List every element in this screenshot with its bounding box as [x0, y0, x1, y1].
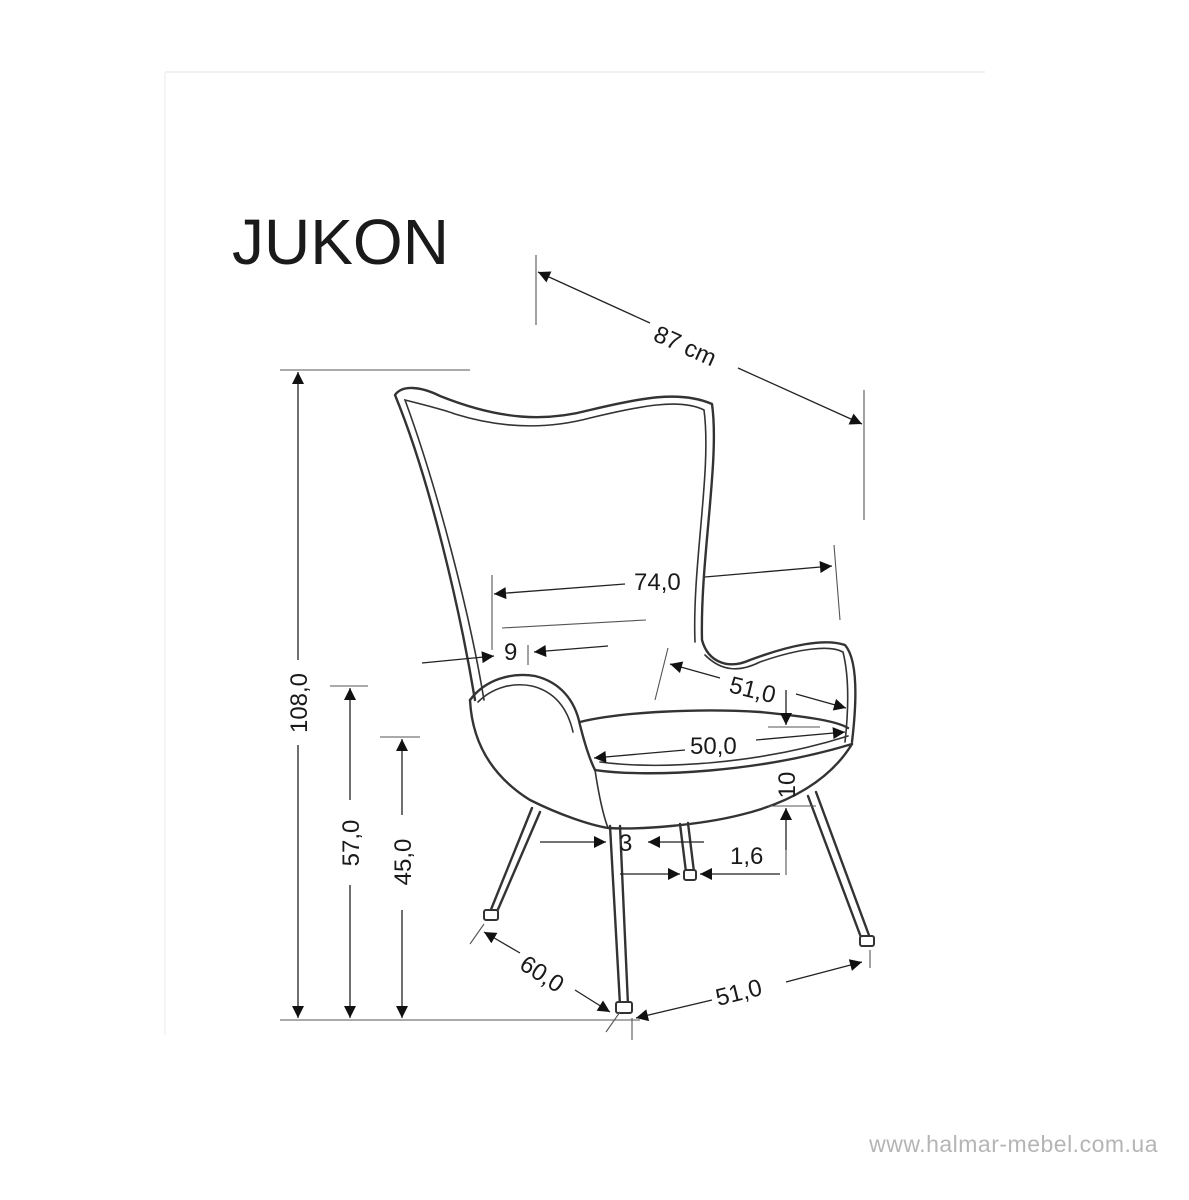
chair-seat-top — [578, 709, 850, 730]
dim-label-seat-width: 50,0 — [690, 733, 737, 760]
dim-label-back-thickness: 9 — [504, 639, 517, 666]
dim-label-frame-height: 45,0 — [390, 839, 417, 886]
chair-backrest-outline — [393, 386, 857, 744]
dim-label-leg-bottom: 1,6 — [730, 843, 763, 870]
dim-label-leg-top: 3 — [619, 830, 632, 857]
chair-armrest-piping — [704, 647, 849, 743]
dim-label-inner-width: 74,0 — [634, 569, 681, 596]
product-title: JUKON — [232, 206, 449, 278]
watermark-text: www.halmar-mebel.com.ua — [868, 1131, 1158, 1157]
chair-lower-shell — [468, 698, 854, 830]
dim-label-armrest-depth: 51,0 — [727, 672, 779, 710]
chair-legs — [483, 790, 875, 1014]
chair-seat-front — [593, 742, 854, 775]
dim-label-overall-width: 51,0 — [713, 974, 765, 1012]
dimension-lines — [280, 255, 871, 1040]
dimension-labels: 87 cm 108,0 57,0 45,0 74,0 9 51,0 50,0 1… — [286, 321, 801, 1012]
dim-label-seat-height: 57,0 — [338, 820, 365, 867]
dim-label-overall-depth: 60,0 — [515, 950, 569, 998]
dim-label-depth-total: 87 cm — [650, 321, 721, 372]
dim-label-height-total: 108,0 — [286, 673, 313, 733]
chair-left-arm — [468, 673, 597, 772]
chair-backrest-piping — [403, 398, 707, 701]
dim-label-cushion-thickness: 10 — [774, 772, 801, 799]
chair-drawing — [393, 386, 875, 1014]
